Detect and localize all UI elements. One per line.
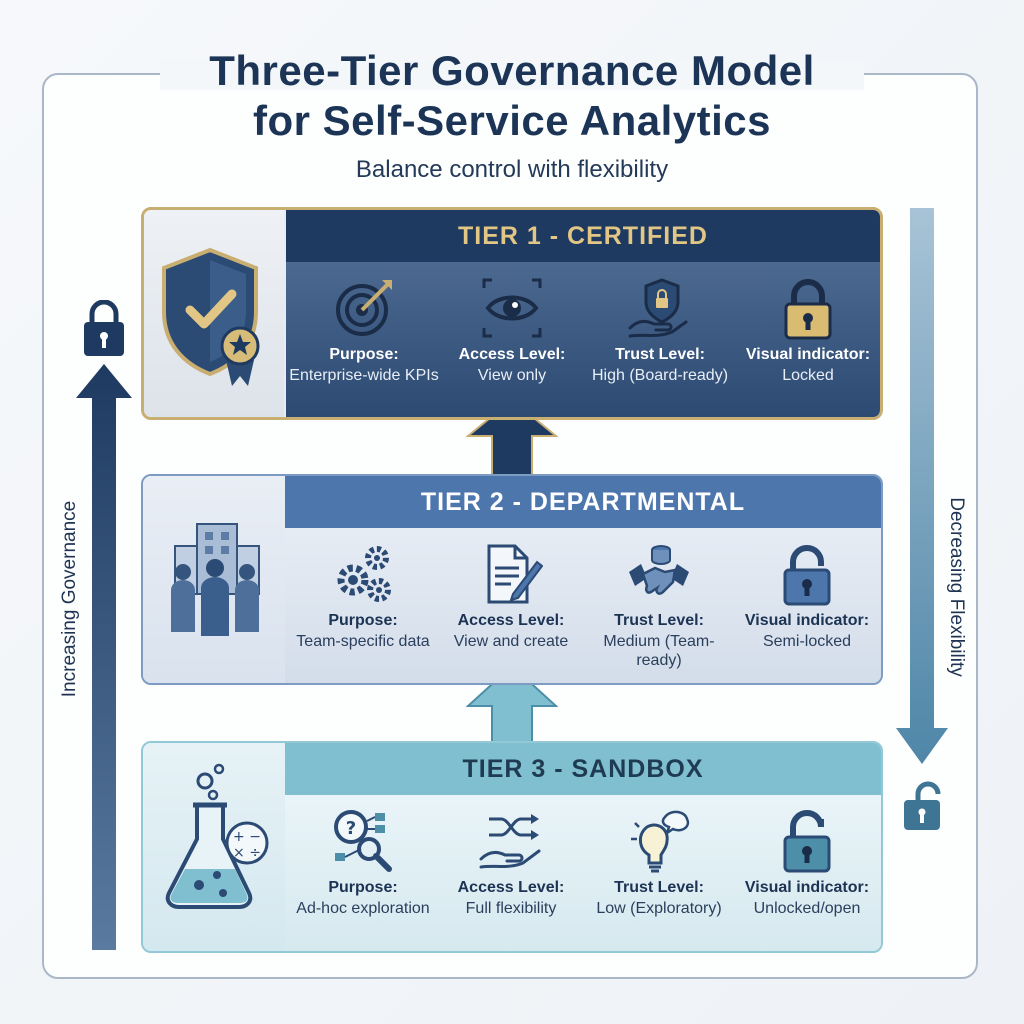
shield-check-icon <box>162 247 260 386</box>
tier-2-trust-value: Medium (Team-ready) <box>603 633 715 669</box>
eye-icon <box>482 278 542 338</box>
page-title-line2: for Self-Service Analytics <box>253 97 771 144</box>
tier-1-purpose-value: Enterprise-wide KPIs <box>289 367 439 384</box>
lock-open-icon <box>904 781 941 830</box>
svg-text:× ÷: × ÷ <box>233 845 261 861</box>
tier-3-trust-value: Low (Exploratory) <box>596 900 722 917</box>
handshake-icon <box>629 545 689 595</box>
tier-2-indicator: Visual indicator: Semi-locked <box>731 542 881 682</box>
tier-2-access-value: View and create <box>453 633 569 650</box>
shuffle-hand-icon <box>479 814 541 869</box>
tier-1-purpose-key: Purpose: <box>329 346 399 363</box>
tier-1-badge-panel <box>144 210 284 417</box>
page-title-line1: Three-Tier Governance Model <box>209 47 815 94</box>
tier-3-access-value: Full flexibility <box>465 900 557 917</box>
arrow-tier3-to-tier2 <box>466 664 558 744</box>
tier-3-badge-panel: + − × ÷ <box>143 743 285 951</box>
tier-3-purpose-key: Purpose: <box>328 879 398 896</box>
tier-1-body: Purpose: Enterprise-wide KPIs Access Lev… <box>286 262 880 417</box>
flask-icon: + − × ÷ <box>165 763 269 909</box>
tier-3-header: TIER 3 - SANDBOX <box>285 743 881 795</box>
right-side-label: Decreasing Flexibility <box>946 497 967 677</box>
tier-3-indicator-key: Visual indicator: <box>744 879 870 896</box>
tier-2-indicator-value: Semi-locked <box>762 633 852 650</box>
tier-2-access-key: Access Level: <box>457 612 565 629</box>
lightbulb-icon <box>631 810 690 873</box>
tier-2-access: Access Level: View and create <box>435 542 587 682</box>
left-side-label: Increasing Governance <box>59 500 80 698</box>
tier-2-body: Purpose: Team-specific data Access Level… <box>285 528 881 683</box>
tier-2-header: TIER 2 - DEPARTMENTAL <box>285 476 881 528</box>
page-subtitle: Balance control with flexibility <box>355 156 669 183</box>
svg-text:+ −: + − <box>233 829 261 845</box>
tier-3-purpose-value: Ad-hoc exploration <box>296 900 430 917</box>
svg-text:?: ? <box>346 818 356 839</box>
team-building-icon <box>171 523 260 636</box>
tier-3-indicator-value: Unlocked/open <box>753 900 861 917</box>
document-edit-icon <box>487 544 543 604</box>
governance-arrow <box>76 300 132 950</box>
hand-shield-icon <box>628 278 688 338</box>
lock-closed-icon <box>84 300 124 356</box>
target-icon <box>336 280 392 336</box>
title-block: Three-Tier Governance Model for Self-Ser… <box>152 46 872 146</box>
tier-1-access-key: Access Level: <box>458 346 566 363</box>
lock-semi-icon <box>783 545 831 606</box>
search-question-icon: ? <box>334 810 392 872</box>
tier-1-indicator-value: Locked <box>782 367 834 384</box>
tier-1-card: TIER 1 - CERTIFIED Purpose: Enterprise-w… <box>141 207 883 420</box>
tier-2-indicator-key: Visual indicator: <box>744 612 870 629</box>
gears-icon <box>337 546 391 602</box>
tier-2-purpose-key: Purpose: <box>328 612 398 629</box>
tier-1-header: TIER 1 - CERTIFIED <box>286 210 880 262</box>
tier-1-trust-key: Trust Level: <box>615 346 705 363</box>
tier-2-purpose-value: Team-specific data <box>296 633 430 650</box>
tier-3-access-key: Access Level: <box>457 879 565 896</box>
tier-2-card: TIER 2 - DEPARTMENTAL Purpose: Team-spec… <box>141 474 883 685</box>
lock-open-icon <box>783 810 831 873</box>
tier-3-indicator: Visual indicator: Unlocked/open <box>731 809 881 949</box>
tier-1-trust-value: High (Board-ready) <box>591 367 729 384</box>
tier-2-purpose: Purpose: Team-specific data <box>287 542 439 682</box>
tier-2-badge-panel <box>143 476 285 683</box>
tier-3-trust-key: Trust Level: <box>614 879 704 896</box>
flexibility-arrow <box>896 208 948 830</box>
tier-2-trust-key: Trust Level: <box>614 612 704 629</box>
tier-1-indicator-key: Visual indicator: <box>745 346 871 363</box>
tier-3-body: ? Purpose: Ad-hoc exploration Acce <box>285 795 881 951</box>
tier-1-purpose: Purpose: Enterprise-wide KPIs <box>288 276 440 416</box>
tier-2-trust: Trust Level: Medium (Team-ready) <box>583 542 735 682</box>
tier-1-indicator: Visual indicator: Locked <box>732 276 880 416</box>
tier-3-access: Access Level: Full flexibility <box>435 809 587 949</box>
lock-closed-icon <box>784 279 832 340</box>
title-mask <box>160 60 864 90</box>
tier-3-trust: Trust Level: Low (Exploratory) <box>583 809 735 949</box>
tier-1-access-value: View only <box>477 367 547 384</box>
tier-3-card: + − × ÷ TIER 3 - SANDBOX ? Purpose: Ad-h… <box>141 741 883 953</box>
tier-1-trust: Trust Level: High (Board-ready) <box>584 276 736 416</box>
tier-3-purpose: ? Purpose: Ad-hoc exploration <box>287 809 439 949</box>
tier-1-access: Access Level: View only <box>436 276 588 416</box>
